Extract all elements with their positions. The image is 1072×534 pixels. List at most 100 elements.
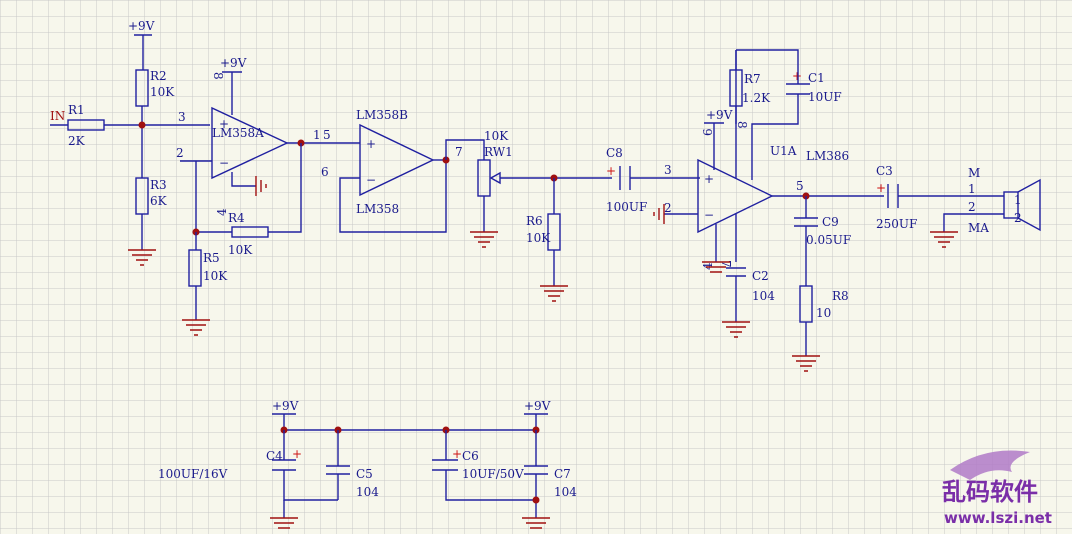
- watermark-text-cn: 乱码软件: [942, 477, 1038, 506]
- opamp-a-minus: −: [219, 156, 229, 170]
- pin-l-gain: 8: [735, 121, 749, 129]
- opamp-b-ref: LM358B: [356, 108, 408, 122]
- input-stage: IN R1 2K +9V R2 10K R3 6K: [50, 19, 210, 266]
- c1-value: 10UF: [808, 90, 842, 104]
- ground-rw1: [470, 231, 498, 248]
- opamp-b-plus: +: [366, 137, 376, 151]
- c8-value: 100UF: [606, 200, 647, 214]
- c2-value: 104: [752, 289, 775, 303]
- lm386-vcc-label: +9V: [706, 108, 733, 122]
- ground-lm386-in: [653, 204, 665, 224]
- pin-l-gnd: 4: [701, 262, 715, 270]
- r1-ref: R1: [68, 103, 85, 117]
- c1-ref: C1: [808, 71, 825, 85]
- junction-psu-5: [532, 496, 540, 504]
- c4-ref: C4: [266, 449, 283, 463]
- ground-r5: [182, 319, 210, 336]
- c7-value: 104: [554, 485, 577, 499]
- ground-psu-right: [522, 517, 550, 529]
- capacitor-c6[interactable]: [432, 459, 458, 471]
- dragon-logo-icon: [950, 450, 1030, 480]
- opamp-a-body[interactable]: [211, 106, 289, 180]
- r2-ref: R2: [150, 69, 167, 83]
- pin-l-byp: 7: [719, 260, 733, 268]
- c4-value: 100UF/16V: [158, 467, 228, 481]
- speaker-icon[interactable]: [1003, 191, 1019, 219]
- lm386-minus: −: [704, 208, 714, 222]
- pot-rw1: 10K RW1 R6 10K: [470, 129, 612, 302]
- c6-plus: +: [452, 447, 462, 461]
- ground-opamp-a: [255, 176, 267, 196]
- c5-ref: C5: [356, 467, 373, 481]
- pin-b-out: 7: [455, 145, 463, 159]
- net-label-in: IN: [50, 109, 65, 123]
- ground-r8: [792, 355, 820, 372]
- ground-lm386: [702, 261, 730, 273]
- pin-b-in-minus: 6: [321, 165, 329, 179]
- output-network: 5 C9 0.05UF R8 10 C3 + 250UF M 1 2 MA 1 …: [772, 164, 1041, 372]
- c3-plus: +: [876, 181, 886, 195]
- c9-value: 0.05UF: [806, 233, 851, 247]
- c7-ref: C7: [554, 467, 571, 481]
- ground-c2: [722, 321, 750, 338]
- c4-plus: +: [292, 447, 302, 461]
- opamp-a: LM358A + − 3 2 8 +9V 4 1 R4 10K R5 10K: [176, 56, 360, 336]
- r5-value: 10K: [203, 269, 228, 283]
- ground-psu-left: [270, 517, 298, 529]
- opamp-b-body[interactable]: [359, 123, 435, 197]
- opamp-b-minus: −: [366, 173, 376, 187]
- c3-ref: C3: [876, 164, 893, 178]
- ground-r3: [128, 249, 156, 266]
- spk-pin-1: 1: [1014, 193, 1022, 207]
- pin-a-in-plus: 3: [178, 110, 186, 124]
- cap-c8: C8 + 100UF: [606, 146, 700, 214]
- r6-value: 10K: [526, 231, 551, 245]
- r8-ref: R8: [832, 289, 849, 303]
- spk-pin-2: 2: [1014, 211, 1022, 225]
- opamp-b: LM358B + − 5 6 LM358 7: [321, 108, 485, 233]
- r6-ref: R6: [526, 214, 543, 228]
- pin-a-gnd: 4: [215, 208, 229, 216]
- amp-lm386: U1A LM386 + − 3 2 +9V 6 8 4 7 C2 104: [653, 50, 849, 338]
- ground-speaker: [930, 231, 958, 248]
- lm386-plus: +: [704, 172, 714, 186]
- resistor-r5[interactable]: [188, 249, 202, 287]
- c6-ref: C6: [462, 449, 479, 463]
- opamp-b-part: LM358: [356, 202, 399, 216]
- opamp-a-ref: LM358A: [212, 126, 264, 140]
- pin-a-in-minus: 2: [176, 146, 184, 160]
- c6-value: 10UF/50V: [462, 467, 524, 481]
- rw1-ref: RW1: [484, 145, 513, 159]
- r1-value: 2K: [68, 134, 86, 148]
- u1a-ref: U1A: [770, 144, 797, 158]
- pin-l-in-minus: 2: [664, 201, 672, 215]
- r4-ref: R4: [228, 211, 245, 225]
- net-label-m: M: [968, 166, 980, 180]
- r5-ref: R5: [203, 251, 220, 265]
- rw1-value: 10K: [484, 129, 509, 143]
- opamp-a-plus: +: [219, 117, 229, 131]
- c8-ref: C8: [606, 146, 623, 160]
- conn-pin-2: 2: [968, 200, 976, 214]
- gain-network: R7 1.2K + C1 10UF: [729, 49, 842, 180]
- power-decoupling: +9V +9V C4 + 100UF/16V C5 104 + C6 10UF/…: [158, 399, 577, 529]
- r8-value: 10: [816, 306, 831, 320]
- r7-value: 1.2K: [742, 91, 771, 105]
- c5-value: 104: [356, 485, 379, 499]
- r3-ref: R3: [150, 178, 167, 192]
- c1-plus: +: [792, 69, 802, 83]
- c2-ref: C2: [752, 269, 769, 283]
- opamp-a-vcc-label: +9V: [220, 56, 247, 70]
- pin-b-in-plus: 5: [323, 128, 331, 142]
- lm386-body[interactable]: [697, 158, 774, 234]
- pin-l-in-plus: 3: [664, 163, 672, 177]
- c8-plus: +: [606, 164, 616, 178]
- c9-ref: C9: [822, 215, 839, 229]
- junction-in: [138, 121, 146, 129]
- r3-value: 6K: [150, 194, 168, 208]
- r2-vcc-label: +9V: [128, 19, 155, 33]
- pin-a-out: 1: [313, 128, 321, 142]
- r7-ref: R7: [744, 72, 761, 86]
- psu-vcc-right: +9V: [524, 399, 551, 413]
